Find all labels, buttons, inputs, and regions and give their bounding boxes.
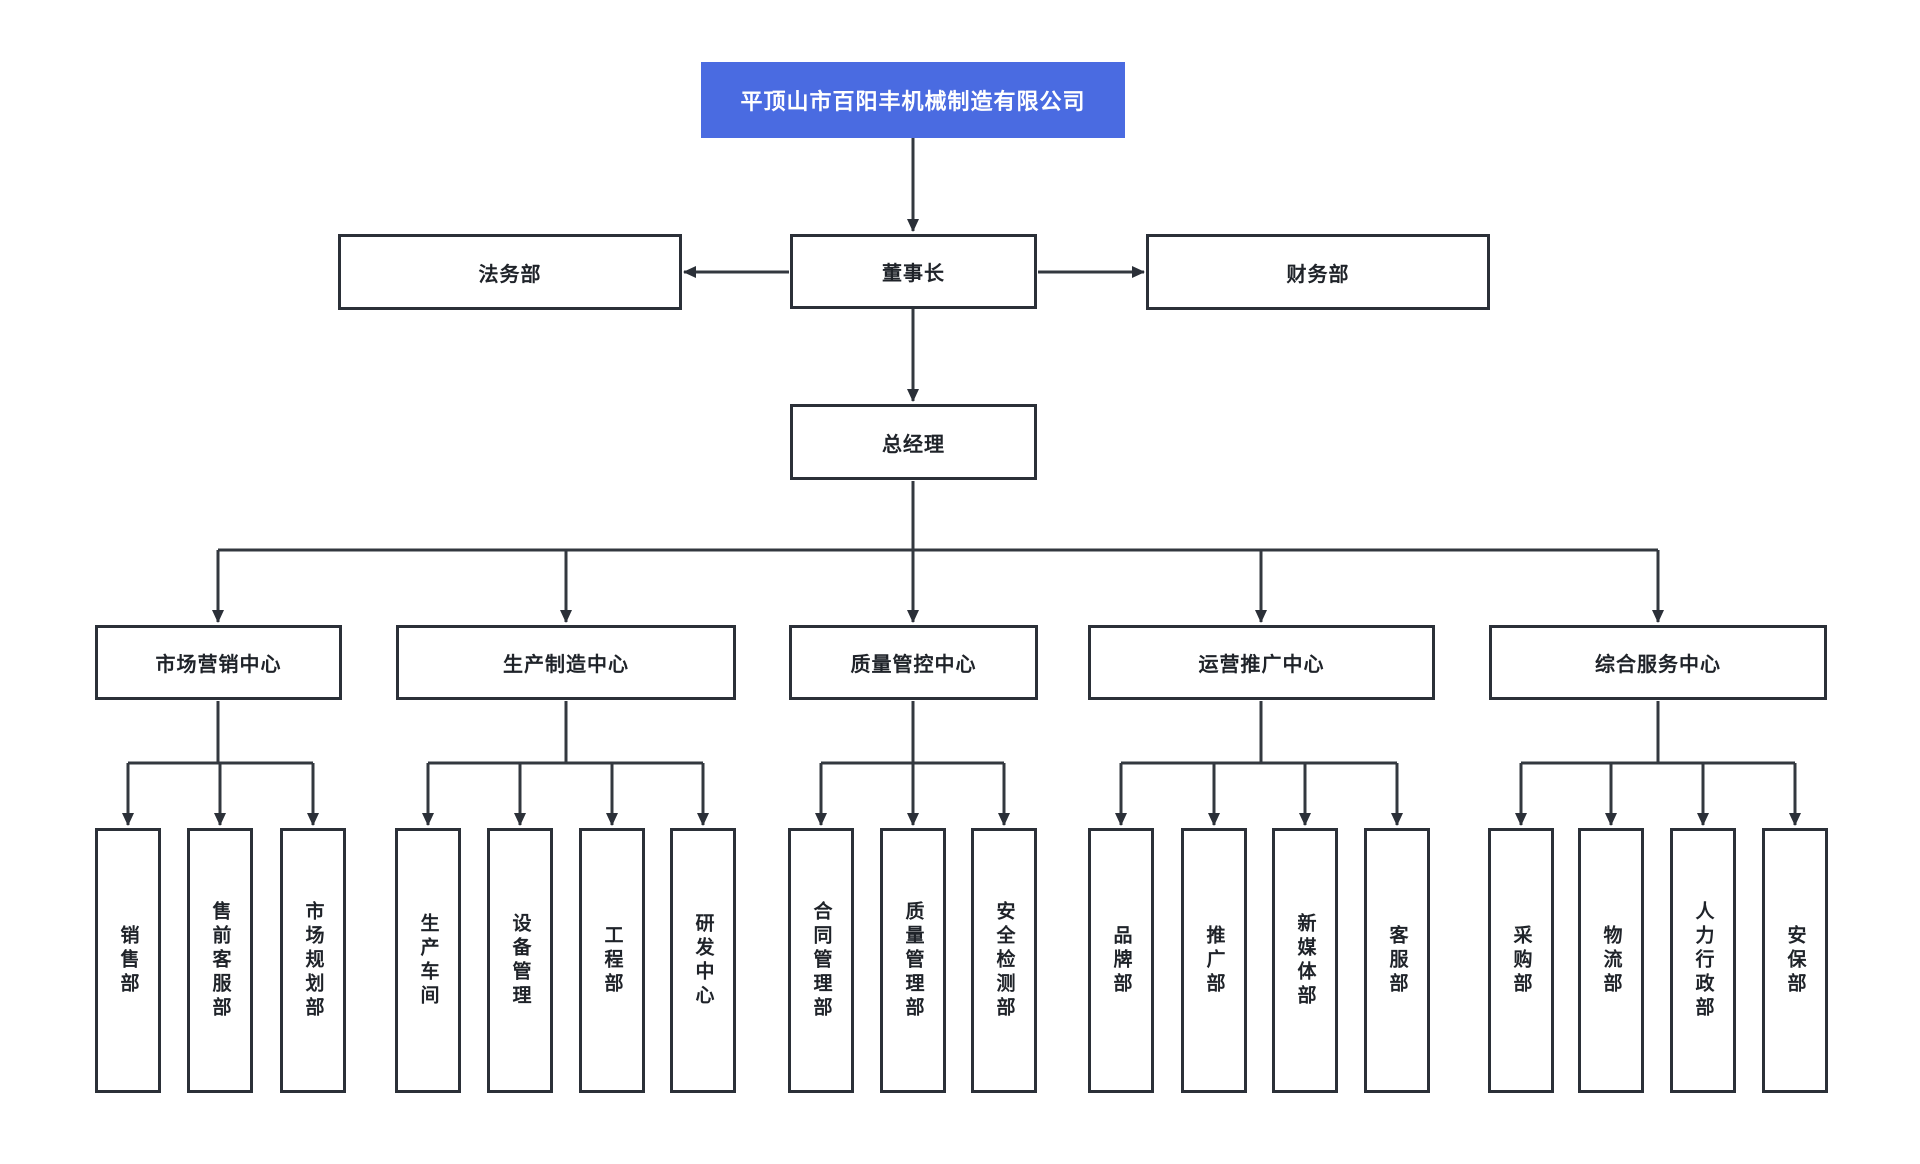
dept-node-new-media: 新媒体部 <box>1272 828 1338 1093</box>
dept-label: 设备管理 <box>509 912 531 1009</box>
dept-label: 品牌部 <box>1110 924 1132 997</box>
dept-node-contract: 合同管理部 <box>788 828 854 1093</box>
dept-node-market-planning: 市场规划部 <box>280 828 346 1093</box>
connector-group1 <box>128 701 313 765</box>
connector-group2 <box>428 701 703 765</box>
dept-label: 安保部 <box>1784 924 1806 997</box>
dept-node-procurement: 采购部 <box>1488 828 1554 1093</box>
dept-label: 销售部 <box>117 924 139 997</box>
dept-node-hr-admin: 人力行政部 <box>1670 828 1736 1093</box>
center-node-operations: 运营推广中心 <box>1088 625 1435 700</box>
center-node-production: 生产制造中心 <box>396 625 736 700</box>
dept-node-engineering: 工程部 <box>579 828 645 1093</box>
chairman-node: 董事长 <box>790 234 1037 309</box>
dept-label: 售前客服部 <box>209 900 231 1021</box>
dept-node-promotion: 推广部 <box>1181 828 1247 1093</box>
dept-label: 人力行政部 <box>1692 900 1714 1021</box>
connector-group4 <box>1121 701 1397 765</box>
dept-node-sales: 销售部 <box>95 828 161 1093</box>
general-manager-node: 总经理 <box>790 404 1037 480</box>
dept-node-security: 安保部 <box>1762 828 1828 1093</box>
dept-label: 安全检测部 <box>993 900 1015 1021</box>
dept-node-presales-service: 售前客服部 <box>187 828 253 1093</box>
finance-dept-node: 财务部 <box>1146 234 1490 310</box>
dept-label: 工程部 <box>601 924 623 997</box>
dept-node-safety-inspection: 安全检测部 <box>971 828 1037 1093</box>
dept-node-workshop: 生产车间 <box>395 828 461 1093</box>
dept-label: 物流部 <box>1600 924 1622 997</box>
center-node-marketing: 市场营销中心 <box>95 625 342 700</box>
dept-label: 市场规划部 <box>302 900 324 1021</box>
dept-label: 质量管理部 <box>902 900 924 1021</box>
dept-node-brand: 品牌部 <box>1088 828 1154 1093</box>
dept-node-logistics: 物流部 <box>1578 828 1644 1093</box>
dept-label: 新媒体部 <box>1294 912 1316 1009</box>
legal-dept-node: 法务部 <box>338 234 682 310</box>
dept-label: 研发中心 <box>692 912 714 1009</box>
center-node-quality: 质量管控中心 <box>789 625 1038 700</box>
connector-group3 <box>821 701 1004 765</box>
dept-label: 推广部 <box>1203 924 1225 997</box>
dept-node-quality-mgmt: 质量管理部 <box>880 828 946 1093</box>
dept-label: 合同管理部 <box>810 900 832 1021</box>
dept-node-rnd: 研发中心 <box>670 828 736 1093</box>
dept-label: 生产车间 <box>417 912 439 1009</box>
dept-node-equipment: 设备管理 <box>487 828 553 1093</box>
company-root-node: 平顶山市百阳丰机械制造有限公司 <box>701 62 1125 138</box>
dept-label: 客服部 <box>1386 924 1408 997</box>
center-node-services: 综合服务中心 <box>1489 625 1827 700</box>
connector-group5 <box>1521 701 1795 765</box>
dept-node-customer-service: 客服部 <box>1364 828 1430 1093</box>
dept-label: 采购部 <box>1510 924 1532 997</box>
